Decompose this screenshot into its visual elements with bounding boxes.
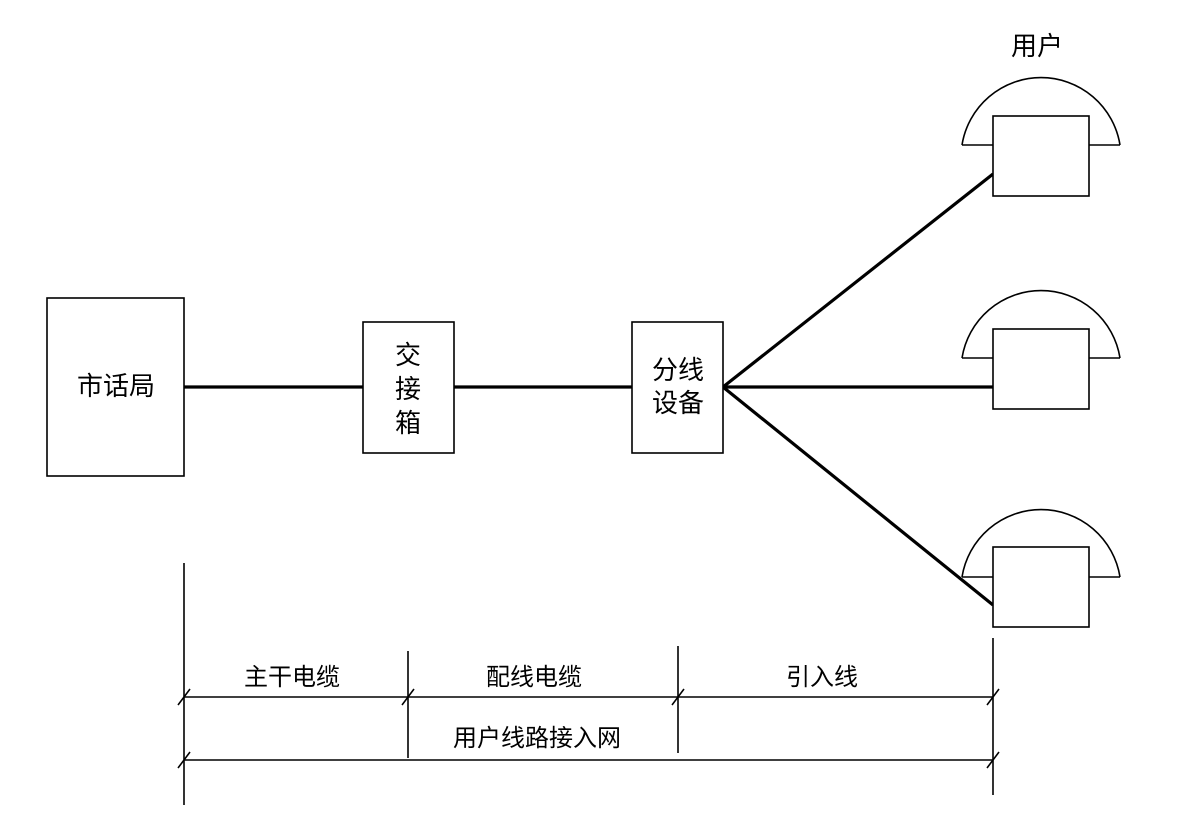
drop-line-bottom (721, 385, 995, 607)
cross-connect-label-3: 箱 (395, 409, 421, 439)
distribution-device-node: 分线 设备 (631, 321, 724, 454)
central-office-label: 市话局 (77, 372, 155, 402)
central-office-node: 市话局 (46, 297, 185, 477)
user-telephone-icon (961, 289, 1121, 410)
cross-connect-box-node: 交 接 箱 (362, 321, 455, 454)
distribution-cable-label: 配线电缆 (486, 663, 582, 691)
drop-wire-label: 引入线 (786, 663, 858, 691)
feeder-cable-label: 主干电缆 (244, 663, 340, 691)
user-telephone-icon (961, 76, 1121, 197)
distribution-device-label-1: 分线 (652, 356, 704, 386)
user-telephone-icon (961, 508, 1121, 628)
user-label: 用户 (1011, 32, 1063, 62)
cross-connect-label-2: 接 (395, 375, 421, 405)
dimension-lines (177, 563, 1000, 805)
cross-connect-label-1: 交 (395, 341, 421, 371)
drop-line-top (722, 172, 994, 389)
distribution-device-label-2: 设备 (652, 389, 704, 419)
subscriber-access-network-label: 用户线路接入网 (453, 724, 621, 752)
